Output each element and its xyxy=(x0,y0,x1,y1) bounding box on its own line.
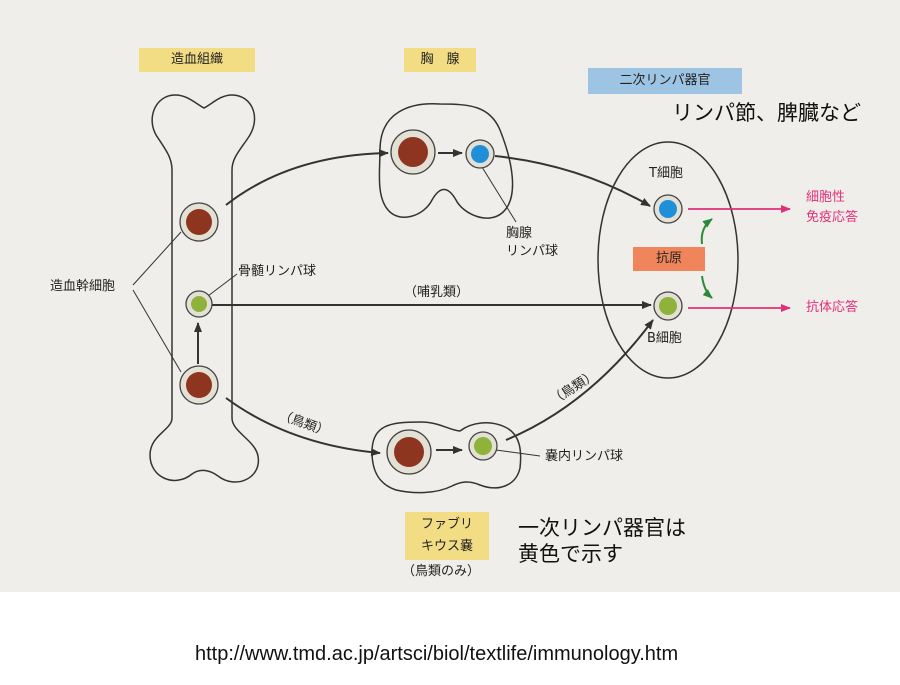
arrow-thymus-to-t xyxy=(494,155,651,207)
cellular-immunity-label-1: 細胞性 xyxy=(806,190,846,205)
arrow-antigen-to-t xyxy=(700,218,713,245)
primary-note-line-1: 一次リンパ器官は xyxy=(518,516,686,540)
marrow-lymph-leader xyxy=(207,273,238,297)
bursa-stem-cell xyxy=(386,429,432,475)
hsc-cell-top xyxy=(179,202,219,242)
arrow-bone-to-thymus xyxy=(225,149,389,206)
arrow-bursa-to-b xyxy=(505,319,654,441)
bursa-label-line-1: ファブリ xyxy=(420,517,473,532)
mammals-label: （哺乳類） xyxy=(404,285,470,300)
secondary-organ-outline xyxy=(597,141,739,379)
diagram-graphics xyxy=(132,94,791,494)
bursa-lymphocyte-label: 嚢内リンパ球 xyxy=(545,449,624,464)
diagram-area: 造血組織 胸 腺 二次リンパ器官 抗原 リンパ節、脾臓など 造血幹細胞 骨髄リン… xyxy=(0,0,900,592)
bursa-label-line-2: キウス嚢 xyxy=(420,539,473,554)
thymus-lymphocyte-label-2: リンパ球 xyxy=(506,244,559,259)
hsc-leader-bottom xyxy=(132,289,182,373)
bursa-outline xyxy=(371,421,522,494)
t-cell-label: T細胞 xyxy=(649,166,683,181)
hsc-leader-top xyxy=(132,231,182,286)
secondary-examples: リンパ節、脾臓など xyxy=(672,101,861,125)
bone-outline xyxy=(149,94,260,483)
thymus-outline xyxy=(378,103,514,219)
bursa-lymphocyte-cell xyxy=(468,431,498,461)
thymus-stem-cell xyxy=(390,129,436,175)
hsc-cell-bottom xyxy=(179,365,219,405)
marrow-lymphocyte-label: 骨髄リンパ球 xyxy=(238,264,317,279)
thymus-label: 胸 腺 xyxy=(404,48,476,72)
birds-only-label: （鳥類のみ） xyxy=(402,564,481,579)
cellular-immunity-label-2: 免疫応答 xyxy=(806,210,859,225)
bursa-lymph-leader xyxy=(495,449,541,457)
antibody-response-label: 抗体応答 xyxy=(806,300,859,315)
primary-note-line-2: 黄色で示す xyxy=(518,542,623,566)
arrow-bone-to-bursa xyxy=(225,397,381,457)
b-cell-label: B細胞 xyxy=(647,331,682,346)
thymus-lymph-leader xyxy=(481,166,517,223)
hematopoietic-tissue-label: 造血組織 xyxy=(139,48,255,72)
marrow-lymphocyte-cell xyxy=(185,290,213,318)
thymus-lymphocyte-cell xyxy=(465,139,495,169)
arrow-antigen-to-b xyxy=(701,275,713,299)
b-cell xyxy=(653,291,683,321)
bursa-label: ファブリ キウス嚢 xyxy=(405,512,489,560)
t-cell xyxy=(653,194,683,224)
source-url: http://www.tmd.ac.jp/artsci/biol/textlif… xyxy=(195,643,679,665)
hsc-label: 造血幹細胞 xyxy=(50,279,116,294)
thymus-lymphocyte-label-1: 胸腺 xyxy=(506,226,533,241)
secondary-lymphoid-label: 二次リンパ器官 xyxy=(588,68,742,94)
antigen-label: 抗原 xyxy=(633,247,705,271)
